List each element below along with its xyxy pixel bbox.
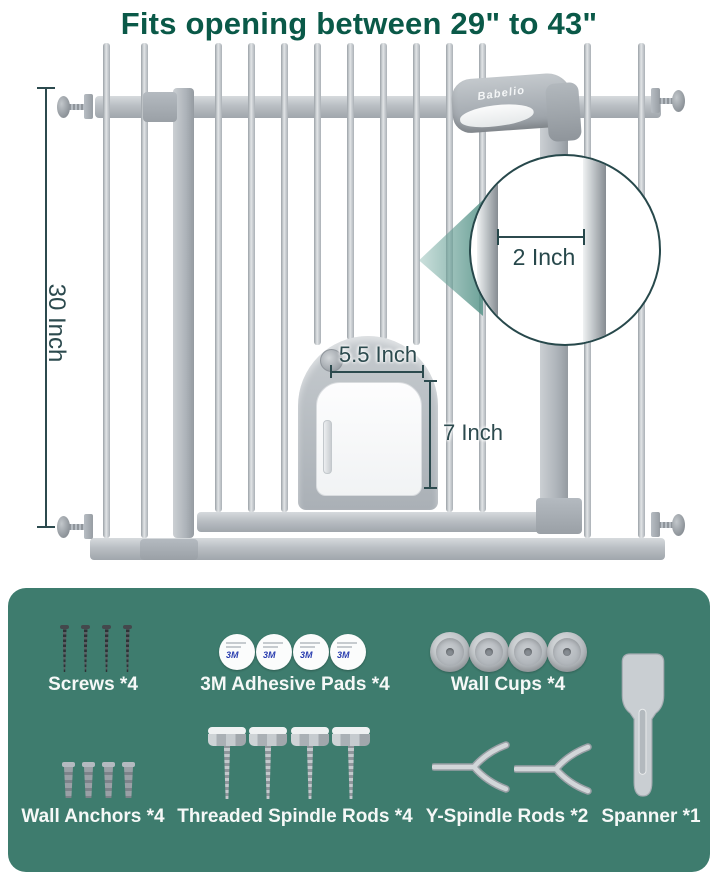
knob-disc — [57, 516, 70, 538]
wall-cups-label: Wall Cups *4 — [450, 674, 566, 695]
pet-door-height-label: 7 Inch — [443, 420, 503, 445]
gate-extension-clamp-bottom — [140, 539, 198, 560]
gate-left-post — [173, 88, 194, 538]
gate-door-bottom-rail — [197, 512, 547, 532]
adhesive-pad-icon: 3M — [330, 634, 366, 670]
screw-icon — [81, 625, 90, 629]
wall-anchor-icon — [82, 762, 95, 798]
pet-door-height-cap-top — [424, 380, 437, 382]
gate-latch-housing — [545, 81, 582, 143]
wall-anchor-icon — [102, 762, 115, 798]
spanner-icon — [621, 653, 665, 797]
bar-gap-line — [498, 236, 584, 238]
screw-icon — [123, 625, 132, 629]
brand-logo: Babelio — [476, 84, 527, 104]
adhesive-pad-icon: 3M — [219, 634, 255, 670]
knob-nut — [651, 512, 660, 537]
screw-icon — [60, 625, 69, 629]
height-dimension-label: 30 Inch — [43, 283, 70, 363]
screws-label: Screws *4 — [48, 674, 138, 695]
gate-latch-bracket — [536, 498, 582, 534]
gate-bar — [314, 43, 321, 345]
knob-disc — [672, 514, 685, 536]
y-rod-icon — [432, 741, 510, 793]
height-dimension-cap-bottom — [37, 526, 55, 528]
wall-cup-icon — [547, 632, 587, 672]
bar-gap-label: 2 Inch — [512, 244, 576, 270]
gate-bar — [141, 43, 148, 538]
gate-bar — [347, 43, 354, 340]
screw-icon — [102, 625, 111, 629]
page-title: Fits opening between 29" to 43" — [120, 6, 598, 41]
threaded-rod-icon — [249, 727, 287, 799]
pet-door-height-line — [429, 381, 431, 489]
pet-door-width-cap-right — [422, 365, 424, 378]
pet-door-width-label: 5.5 Inch — [338, 342, 418, 367]
knob-disc — [57, 96, 70, 118]
magnified-bar — [583, 156, 606, 344]
knob-rod — [69, 524, 84, 530]
pet-door-height-cap-bottom — [424, 487, 437, 489]
adhesive-pads-label: 3M Adhesive Pads *4 — [200, 674, 390, 695]
y-rods-label: Y-Spindle Rods *2 — [425, 806, 589, 827]
magnifier-circle: 2 Inch — [469, 154, 661, 346]
y-rod-icon — [514, 743, 592, 795]
knob-nut — [84, 94, 93, 119]
pressure-knob-bottom-left — [57, 514, 97, 542]
pet-door-panel — [316, 382, 422, 496]
threaded-rod-icon — [291, 727, 329, 799]
gate-bar — [103, 43, 110, 538]
magnified-bar — [477, 156, 498, 344]
wall-anchors-label: Wall Anchors *4 — [21, 806, 165, 827]
knob-nut — [84, 514, 93, 539]
wall-anchor-icon — [62, 762, 75, 798]
height-dimension-cap-top — [37, 87, 55, 89]
wall-cup-icon — [469, 632, 509, 672]
pressure-knob-top-left — [57, 94, 97, 122]
bar-gap-cap-right — [583, 229, 585, 245]
knob-rod — [659, 522, 674, 528]
pressure-knob-top-right — [651, 88, 691, 116]
threaded-rod-icon — [208, 727, 246, 799]
gate-reflection — [224, 362, 286, 518]
threaded-rods-label: Threaded Spindle Rods *4 — [177, 806, 413, 827]
knob-rod — [69, 104, 84, 110]
height-dimension-line — [45, 88, 47, 528]
spanner-label: Spanner *1 — [601, 806, 701, 827]
gate-extension-clamp-top — [143, 92, 177, 122]
pressure-knob-bottom-right — [651, 512, 691, 540]
knob-nut — [651, 88, 660, 113]
pet-door-handle-slot — [323, 420, 332, 474]
gate-bar — [248, 43, 255, 512]
threaded-rod-icon — [332, 727, 370, 799]
wall-anchor-icon — [122, 762, 135, 798]
accessories-panel: Screws *4 3M 3M 3M 3M 3M Adhesive Pads *… — [8, 588, 710, 872]
gate-bar — [413, 43, 420, 345]
pet-door-width-line — [330, 371, 424, 373]
knob-disc — [672, 90, 685, 112]
pet-door-width-cap-left — [330, 365, 332, 378]
gate-bar — [281, 43, 288, 512]
knob-rod — [659, 98, 674, 104]
adhesive-pad-icon: 3M — [293, 634, 329, 670]
wall-cup-icon — [430, 632, 470, 672]
bar-gap-cap-left — [497, 229, 499, 245]
gate-bar — [215, 43, 222, 512]
wall-cup-icon — [508, 632, 548, 672]
adhesive-pad-icon: 3M — [256, 634, 292, 670]
gate-bar — [380, 43, 387, 340]
gate-bottom-rail — [90, 538, 665, 560]
